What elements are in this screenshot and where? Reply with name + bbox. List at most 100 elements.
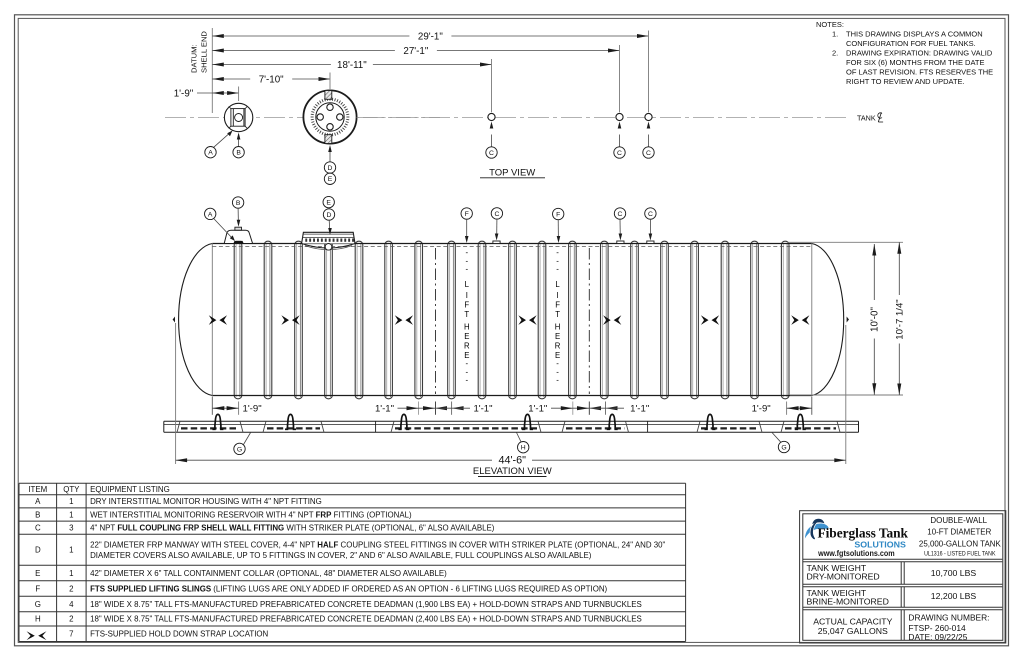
- svg-text:1: 1: [69, 569, 73, 578]
- svg-text:1.: 1.: [832, 30, 838, 39]
- svg-text:-: -: [556, 248, 559, 257]
- svg-text:TANK: TANK: [857, 113, 876, 122]
- svg-text:C: C: [617, 150, 622, 157]
- svg-text:TANK WEIGHT: TANK WEIGHT: [807, 563, 867, 573]
- svg-text:1: 1: [69, 497, 73, 506]
- svg-text:-: -: [556, 367, 559, 376]
- svg-text:18" WIDE X 8.75" TALL FTS-MANU: 18" WIDE X 8.75" TALL FTS-MANUFACTURED P…: [90, 600, 642, 609]
- svg-text:L: L: [555, 280, 560, 289]
- svg-text:B: B: [236, 200, 241, 207]
- svg-text:E: E: [464, 351, 469, 360]
- svg-text:F: F: [555, 301, 560, 310]
- svg-text:I: I: [466, 291, 468, 300]
- svg-text:T: T: [555, 310, 560, 319]
- svg-text:FTS-SUPPLIED HOLD DOWN STRAP L: FTS-SUPPLIED HOLD DOWN STRAP LOCATION: [90, 630, 268, 639]
- svg-text:G: G: [781, 444, 786, 451]
- svg-text:18" WIDE X 8.75" TALL FTS-MANU: 18" WIDE X 8.75" TALL FTS-MANUFACTURED P…: [90, 615, 642, 624]
- svg-text:DRAWING EXPIRATION: DRAWING VA: DRAWING EXPIRATION: DRAWING VALID: [846, 49, 993, 58]
- svg-text:1'-9": 1'-9": [752, 404, 771, 415]
- svg-text:1'-1": 1'-1": [375, 404, 394, 415]
- svg-text:H: H: [35, 615, 41, 624]
- svg-text:C: C: [646, 150, 651, 157]
- svg-text:G: G: [35, 600, 41, 609]
- svg-text:A: A: [208, 150, 213, 157]
- svg-text:DRY-MONITORED: DRY-MONITORED: [807, 571, 880, 581]
- svg-text:D: D: [328, 165, 333, 172]
- svg-text:E: E: [464, 332, 469, 341]
- svg-text:29'-1": 29'-1": [418, 32, 443, 43]
- svg-text:-: -: [465, 376, 468, 385]
- svg-text:E: E: [328, 176, 333, 183]
- svg-text:-: -: [465, 265, 468, 274]
- svg-text:H: H: [521, 445, 526, 452]
- svg-text:1'-1": 1'-1": [630, 404, 649, 415]
- svg-text:A: A: [208, 211, 213, 218]
- svg-text:FOR SIX (6) MONTHS FROM THE DA: FOR SIX (6) MONTHS FROM THE DATE: [846, 58, 984, 67]
- svg-text:1: 1: [69, 510, 73, 519]
- svg-text:42" DIAMETER X 6" TALL CONTAIN: 42" DIAMETER X 6" TALL CONTAINMENT COLLA…: [90, 569, 447, 578]
- svg-text:F: F: [464, 301, 469, 310]
- svg-text:BRINE-MONITORED: BRINE-MONITORED: [807, 596, 889, 606]
- svg-text:25,000-GALLON TANK: 25,000-GALLON TANK: [919, 538, 1001, 548]
- svg-text:E: E: [35, 569, 40, 578]
- svg-text:T: T: [464, 310, 469, 319]
- svg-text:C: C: [494, 211, 499, 218]
- svg-text:10'-0": 10'-0": [870, 307, 881, 332]
- svg-text:DIAMETER COVERS ALSO AVAILABLE: DIAMETER COVERS ALSO AVAILABLE, UP TO 5 …: [90, 551, 592, 560]
- svg-text:F: F: [465, 211, 469, 218]
- svg-text:7: 7: [69, 630, 73, 639]
- svg-text:QTY: QTY: [63, 485, 80, 494]
- svg-text:FTS SUPPLIED LIFTING SLINGS (L: FTS SUPPLIED LIFTING SLINGS (LIFTING LUG…: [90, 584, 607, 593]
- svg-text:-: -: [465, 248, 468, 257]
- svg-text:ITEM: ITEM: [28, 485, 47, 494]
- svg-text:22" DIAMETER FRP MANWAY WITH S: 22" DIAMETER FRP MANWAY WITH STEEL COVER…: [90, 541, 665, 550]
- svg-text:2: 2: [69, 584, 73, 593]
- svg-text:WET INTERSTITIAL MONITORING RE: WET INTERSTITIAL MONITORING RESERVOIR WI…: [90, 510, 412, 519]
- svg-text:B: B: [236, 150, 241, 157]
- svg-text:2: 2: [69, 615, 73, 624]
- svg-text:10-FT DIAMETER: 10-FT DIAMETER: [927, 527, 991, 537]
- svg-text:FTSP- 260-014: FTSP- 260-014: [908, 623, 966, 633]
- svg-text:4" NPT FULL COUPLING FRP SHELL: 4" NPT FULL COUPLING FRP SHELL WALL FITT…: [90, 524, 495, 533]
- svg-text:44'-6": 44'-6": [498, 455, 526, 467]
- svg-text:E: E: [555, 351, 560, 360]
- svg-text:CONFIGURATION FOR FUEL TANKS.: CONFIGURATION FOR FUEL TANKS.: [846, 39, 976, 48]
- svg-text:RIGHT TO REVIEW AND UPDATE.: RIGHT TO REVIEW AND UPDATE.: [846, 77, 965, 86]
- svg-text:DRY INTERSTITIAL MONITOR HOUSI: DRY INTERSTITIAL MONITOR HOUSING WITH 4"…: [90, 497, 322, 506]
- svg-text:ELEVATION VIEW: ELEVATION VIEW: [473, 466, 552, 477]
- svg-text:F: F: [556, 211, 560, 218]
- svg-text:-: -: [556, 265, 559, 274]
- svg-text:SOLUTIONS: SOLUTIONS: [854, 539, 906, 549]
- svg-text:18'-11": 18'-11": [337, 60, 367, 71]
- svg-text:C: C: [618, 211, 623, 218]
- svg-text:-: -: [556, 376, 559, 385]
- svg-text:E: E: [555, 332, 560, 341]
- svg-text:1'-1": 1'-1": [473, 404, 492, 415]
- svg-text:1: 1: [69, 546, 73, 555]
- svg-text:25,047 GALLONS: 25,047 GALLONS: [818, 626, 888, 636]
- svg-text:2.: 2.: [832, 49, 838, 58]
- svg-text:R: R: [555, 341, 561, 350]
- svg-text:G: G: [237, 446, 242, 453]
- svg-text:27'-1": 27'-1": [403, 46, 428, 57]
- svg-text:H: H: [464, 322, 470, 331]
- svg-text:www.fgtsolutions.com: www.fgtsolutions.com: [817, 549, 895, 558]
- svg-text:E: E: [326, 200, 331, 207]
- svg-text:NOTES:: NOTES:: [816, 20, 844, 29]
- svg-text:I: I: [557, 291, 559, 300]
- svg-text:EQUIPMENT LISTING: EQUIPMENT LISTING: [90, 485, 170, 494]
- svg-text:THIS DRAWING DISPLAYS A COMMON: THIS DRAWING DISPLAYS A COMMON: [846, 30, 983, 39]
- svg-text:1'-9": 1'-9": [243, 404, 262, 415]
- svg-text:C: C: [648, 211, 653, 218]
- svg-text:ACTUAL CAPACITY: ACTUAL CAPACITY: [813, 617, 892, 627]
- svg-text:C: C: [35, 524, 41, 533]
- svg-text:DRAWING NUMBER:: DRAWING NUMBER:: [908, 612, 989, 622]
- svg-text:D: D: [327, 212, 332, 219]
- svg-text:12,200 LBS: 12,200 LBS: [931, 591, 977, 601]
- svg-text:TOP VIEW: TOP VIEW: [489, 168, 535, 179]
- svg-text:-: -: [465, 256, 468, 265]
- svg-text:UL1316 - LISTED FUEL TANK: UL1316 - LISTED FUEL TANK: [924, 551, 995, 557]
- svg-text:10,700 LBS: 10,700 LBS: [931, 568, 977, 578]
- svg-text:-: -: [556, 256, 559, 265]
- svg-text:-: -: [465, 359, 468, 368]
